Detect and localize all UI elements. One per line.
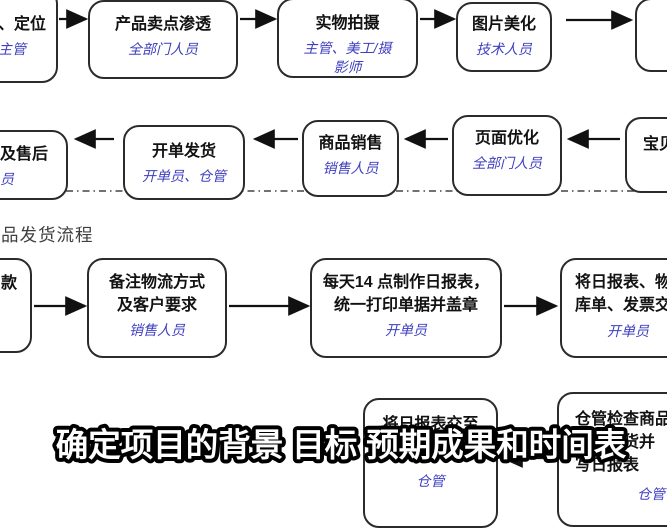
flow-box-role: 销售人员 [322, 160, 379, 176]
flow-box-logistics-note: 备注物流方式 及客户要求 销售人员 [87, 258, 227, 358]
flow-box-title: 实物拍摄 [315, 15, 380, 32]
flow-box-role: 仓管 [637, 486, 665, 502]
flow-box-title: 款 [0, 275, 17, 292]
flow-box-title: 、定位 [0, 16, 47, 33]
flow-box-handover-docs: 将日报表、物 库单、发票交 开单员 [560, 258, 667, 358]
flow-box-title: 图片美化 [471, 16, 536, 33]
flow-box-role: 员 [0, 171, 14, 187]
flow-box-role: 主管 [0, 41, 26, 57]
flow-box-role: 开单员 [607, 323, 649, 339]
flow-box-order-shipping: 开单发货 开单员、仓管 [123, 125, 245, 200]
flow-box-image-beautify: 图片美化 技术人员 [456, 2, 552, 72]
flow-box-photo-shoot: 实物拍摄 主管、美工/摄 影师 [277, 0, 418, 78]
flow-box-role: 技术人员 [476, 41, 532, 57]
flow-box-page-optimize: 页面优化 全部门人员 [452, 115, 562, 196]
flow-box-title: 商品销售 [318, 135, 383, 152]
flow-box-title: 备注物流方式 及客户要求 [108, 274, 205, 314]
flow-box-daily-report: 每天14 点制作日报表， 统一打印单据并盖章 开单员 [310, 258, 502, 358]
flow-box-title: 开单发货 [151, 143, 216, 160]
flow-box-title: 页面优化 [474, 130, 539, 147]
flow-box-role: 全部门人员 [472, 155, 542, 171]
flow-box-role: 仓管 [416, 473, 445, 489]
flow-box-role: 主管、美工/摄 影师 [303, 40, 392, 75]
flow-box-title: 将日报表交至 [382, 416, 479, 433]
flow-box-title: 仓管检查商品 库单发货并 写日报表 [575, 411, 667, 474]
flow-box-title: 每天14 点制作日报表， 统一打印单据并盖章 [322, 274, 490, 314]
flow-box-role: 开单员、仓管 [142, 168, 226, 184]
flow-box-title: 及售后 [0, 146, 49, 163]
flow-box-title: 将日报表、物 库单、发票交 [575, 274, 667, 314]
flow-box-role: 销售人员 [129, 322, 185, 338]
flow-box-role: 开单员 [385, 322, 427, 338]
subtitle-overlay: 确定项目的背景 目标 预期成果和时间表 [52, 422, 631, 467]
flow-box-selling-point: 产品卖点渗透 全部门人员 [88, 0, 238, 79]
flow-box-title: 宝贝 [643, 136, 667, 153]
flow-box-product-sales: 商品销售 销售人员 [302, 120, 399, 197]
flow-box-aftersale: 及售后 员 [0, 130, 68, 200]
flow-box-title: 产品卖点渗透 [114, 16, 211, 33]
flow-box-payment: 款 [0, 258, 32, 353]
flow-box-baby-listing: 宝贝 [625, 117, 667, 193]
subtitle-text: 确定项目的背景 目标 预期成果和时间表 [56, 426, 627, 463]
section-label: 品发货流程 [1, 225, 94, 245]
flow-box-positioning: 、定位 主管 [0, 0, 58, 83]
flow-box-role: 全部门人员 [128, 41, 198, 57]
flow-box-cutoff-right-top [635, 0, 667, 72]
